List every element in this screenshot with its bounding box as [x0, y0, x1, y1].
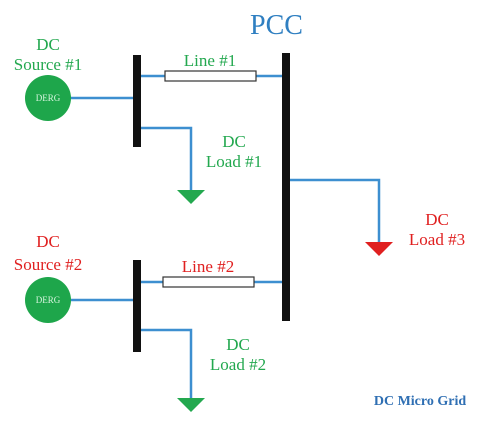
- wire-load1: [137, 126, 193, 190]
- source1-label-line2: Source #1: [14, 55, 82, 74]
- load2-triangle: [177, 398, 205, 412]
- bus-source2: [133, 260, 141, 352]
- source2-circle: [25, 277, 71, 323]
- source1-circle: [25, 75, 71, 121]
- load1-label-line1: DC: [222, 132, 246, 151]
- line1-impedance: [164, 70, 257, 82]
- wires: [70, 74, 381, 398]
- bus-source1: [133, 55, 141, 147]
- pcc-title: PCC: [250, 10, 303, 41]
- source2-label-line2: Source #2: [14, 255, 82, 274]
- line1-label: Line #1: [184, 51, 236, 70]
- line2-impedance: [162, 276, 255, 288]
- load1-label-line2: Load #1: [206, 152, 262, 171]
- line2-label: Line #2: [182, 257, 234, 276]
- source2-label-line1: DC: [36, 232, 60, 251]
- diagram-caption: DC Micro Grid: [374, 394, 466, 409]
- load3-label-line2: Load #3: [409, 230, 465, 249]
- wire-load2: [137, 328, 193, 398]
- source1-circle-text: DERG: [36, 93, 61, 103]
- bus-pcc: [282, 53, 290, 321]
- load1-triangle: [177, 190, 205, 204]
- load2-label-line2: Load #2: [210, 355, 266, 374]
- load2-label-line1: DC: [226, 335, 250, 354]
- load3-triangle: [365, 242, 393, 256]
- source1-label-line1: DC: [36, 35, 60, 54]
- wire-load3: [286, 178, 381, 242]
- source2-circle-text: DERG: [36, 295, 61, 305]
- load3-label-line1: DC: [425, 210, 449, 229]
